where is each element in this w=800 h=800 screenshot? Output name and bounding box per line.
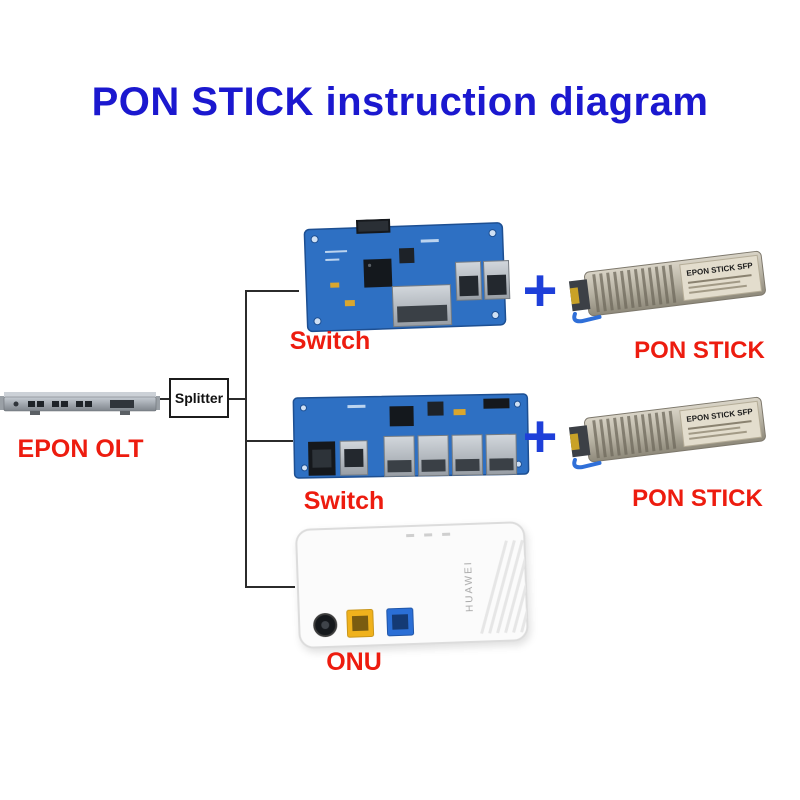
main-chip — [389, 405, 414, 427]
rj45-ports — [455, 260, 511, 301]
splitter-label: Splitter — [174, 390, 224, 406]
connector-branch-top — [245, 290, 299, 292]
connector-trunk-vertical — [245, 290, 247, 588]
plus-sign-top: + — [522, 257, 558, 324]
module-sticker: EPON STICK SFP — [679, 254, 763, 302]
switch-board-top — [294, 214, 526, 340]
main-chip — [363, 258, 393, 288]
connector-branch-bottom — [245, 586, 295, 588]
connector-splitter-to-trunk — [227, 398, 247, 400]
switch-middle-label: Switch — [303, 487, 385, 515]
bale-clasp — [572, 457, 602, 470]
plus-sign-middle: + — [522, 403, 558, 470]
rj45-ports — [308, 440, 369, 476]
pon-stick-module-top: EPON STICK SFP — [563, 239, 779, 328]
heatsink-fins — [592, 264, 677, 313]
rack-ear-left — [0, 396, 5, 410]
epon-olt-device — [0, 384, 160, 420]
onu-device: HUAWEI — [288, 514, 538, 662]
sfp-cage — [391, 284, 453, 328]
olt-ports — [28, 401, 92, 407]
pon-stick-top-label: PON STICK — [634, 337, 765, 364]
splitter-box: Splitter — [169, 378, 229, 418]
module-sticker: EPON STICK SFP — [679, 400, 763, 448]
page-title: PON STICK instruction diagram — [91, 80, 709, 124]
switch-board-middle — [287, 388, 537, 486]
rack-ear-right — [155, 396, 160, 410]
bale-clasp — [572, 311, 602, 324]
pon-stick-middle-label: PON STICK — [632, 485, 763, 512]
onu-label: ONU — [326, 648, 382, 676]
epon-olt-label: EPON OLT — [17, 435, 144, 463]
connector-branch-middle — [245, 440, 293, 442]
heatsink-fins — [592, 410, 677, 459]
sfp-cages — [383, 433, 518, 477]
indicator-marks — [406, 532, 451, 538]
onu-brand-text: HUAWEI — [463, 560, 476, 612]
switch-top-label: Switch — [289, 327, 371, 355]
onu-ports — [313, 607, 415, 638]
pon-stick-module-middle: EPON STICK SFP — [563, 385, 779, 474]
